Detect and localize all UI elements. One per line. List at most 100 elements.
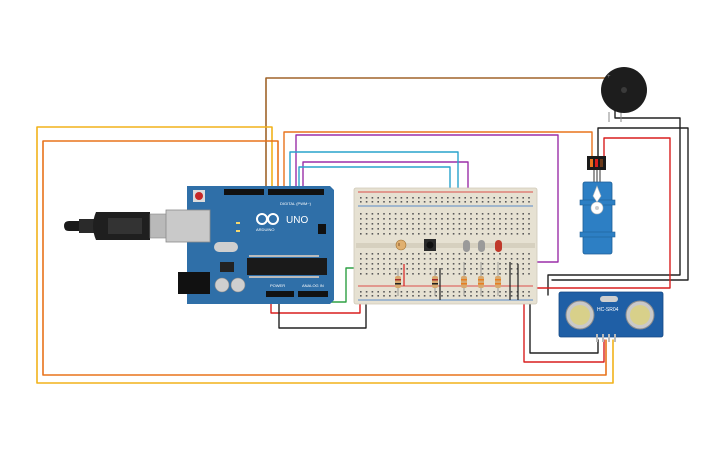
- breadboard-hole: [400, 218, 403, 220]
- breadboard-hole: [499, 258, 501, 260]
- breadboard-hole: [458, 201, 461, 203]
- breadboard-hole: [360, 263, 362, 265]
- breadboard-hole: [365, 253, 368, 255]
- breadboard-hole: [383, 197, 385, 199]
- breadboard-hole: [429, 263, 432, 265]
- breadboard-hole: [406, 295, 408, 297]
- breadboard-hole: [470, 253, 472, 255]
- wire-black-servo[interactable]: [551, 127, 689, 281]
- resistor-3[interactable]: [461, 262, 467, 296]
- led-red[interactable]: [495, 240, 502, 252]
- wire-orange-loop[interactable]: [42, 140, 607, 376]
- breadboard-hole: [464, 258, 466, 260]
- led-gray-2[interactable]: [478, 240, 485, 252]
- wire-red-servo[interactable]: [521, 137, 671, 289]
- breadboard-hole: [476, 268, 478, 270]
- breadboard-hole: [383, 233, 385, 235]
- breadboard-hole: [464, 268, 466, 270]
- servo-tab-bottom: [579, 231, 616, 238]
- breadboard-hole: [528, 218, 530, 220]
- wire-black-gnd[interactable]: [278, 289, 367, 329]
- breadboard-hole: [505, 258, 507, 260]
- breadboard-hole: [418, 218, 420, 220]
- breadboard-hole: [371, 201, 374, 203]
- breadboard-hole: [383, 213, 385, 215]
- breadboard-hole: [383, 258, 385, 260]
- breadboard-hole: [499, 295, 501, 297]
- power-header-label: POWER: [270, 283, 285, 288]
- breadboard-hole: [447, 253, 449, 255]
- breadboard-hole: [476, 291, 478, 293]
- breadboard-hole: [470, 197, 472, 199]
- chip-pins: [249, 255, 319, 278]
- wire-orange-servo[interactable]: [283, 131, 593, 191]
- wire-purple-1[interactable]: [295, 134, 559, 263]
- breadboard-hole: [476, 263, 478, 265]
- resistors: [395, 262, 501, 296]
- breadboard-hole: [365, 197, 368, 199]
- resistor-5[interactable]: [495, 262, 501, 296]
- led-gray-1[interactable]: [463, 240, 470, 252]
- breadboard-hole: [505, 223, 507, 225]
- resistor-1[interactable]: [395, 268, 401, 296]
- breadboard-hole: [389, 223, 391, 225]
- breadboard-hole: [406, 228, 408, 230]
- breadboard-hole: [458, 295, 461, 297]
- breadboard-hole: [505, 201, 507, 203]
- breadboard-hole: [516, 218, 519, 220]
- breadboard[interactable]: [353, 187, 538, 305]
- breadboard-jumpers: [403, 262, 519, 300]
- breadboard-hole: [447, 263, 449, 265]
- breadboard-hole: [487, 268, 490, 270]
- breadboard-hole: [418, 253, 420, 255]
- breadboard-hole: [400, 223, 403, 225]
- servo-motor[interactable]: [579, 156, 616, 255]
- wire-black-buzzer[interactable]: [547, 107, 681, 296]
- breadboard-hole: [360, 218, 362, 220]
- pushbutton[interactable]: [424, 239, 436, 251]
- breadboard-hole: [447, 201, 449, 203]
- resistor-2[interactable]: [432, 268, 438, 296]
- breadboard-hole: [505, 273, 507, 275]
- breadboard-hole: [458, 233, 461, 235]
- breadboard-hole: [406, 273, 408, 275]
- ultrasonic-sensor[interactable]: HC-SR04: [558, 291, 664, 342]
- breadboard-hole: [441, 291, 443, 293]
- breadboard-hole: [499, 268, 501, 270]
- power-header: [266, 291, 294, 297]
- breadboard-hole: [423, 295, 426, 297]
- breadboard-hole: [423, 291, 426, 293]
- piezo-buzzer[interactable]: +: [601, 67, 647, 122]
- breadboard-hole: [499, 197, 501, 199]
- breadboard-hole: [394, 263, 397, 265]
- breadboard-hole: [447, 233, 449, 235]
- breadboard-hole: [476, 253, 478, 255]
- wire-brown-buzzer[interactable]: [265, 77, 606, 191]
- breadboard-hole: [365, 268, 368, 270]
- breadboard-hole: [487, 295, 490, 297]
- reset-button-cap[interactable]: [195, 192, 203, 200]
- arduino-board[interactable]: DIGITAL (PWM~) UNO ARDUINO POWER ANALOG …: [165, 186, 334, 304]
- breadboard-hole: [481, 197, 484, 199]
- breadboard-hole: [435, 263, 437, 265]
- wire-red-sensor[interactable]: [523, 297, 605, 363]
- breadboard-hole: [458, 258, 461, 260]
- breadboard-hole: [487, 197, 490, 199]
- breadboard-hole: [522, 253, 524, 255]
- breadboard-hole: [493, 268, 495, 270]
- breadboard-hole: [394, 233, 397, 235]
- breadboard-hole: [516, 253, 519, 255]
- breadboard-hole: [447, 273, 449, 275]
- breadboard-hole: [441, 218, 443, 220]
- breadboard-hole: [510, 273, 513, 275]
- resistor-4[interactable]: [478, 262, 484, 296]
- breadboard-hole: [487, 273, 490, 275]
- wire-black-sensor[interactable]: [529, 299, 599, 354]
- breadboard-hole: [476, 295, 478, 297]
- breadboard-hole: [528, 213, 530, 215]
- wire-yellow-loop[interactable]: [36, 126, 614, 384]
- photoresistor[interactable]: [395, 239, 407, 251]
- breadboard-hole: [516, 258, 519, 260]
- breadboard-hole: [441, 233, 443, 235]
- breadboard-hole: [499, 228, 501, 230]
